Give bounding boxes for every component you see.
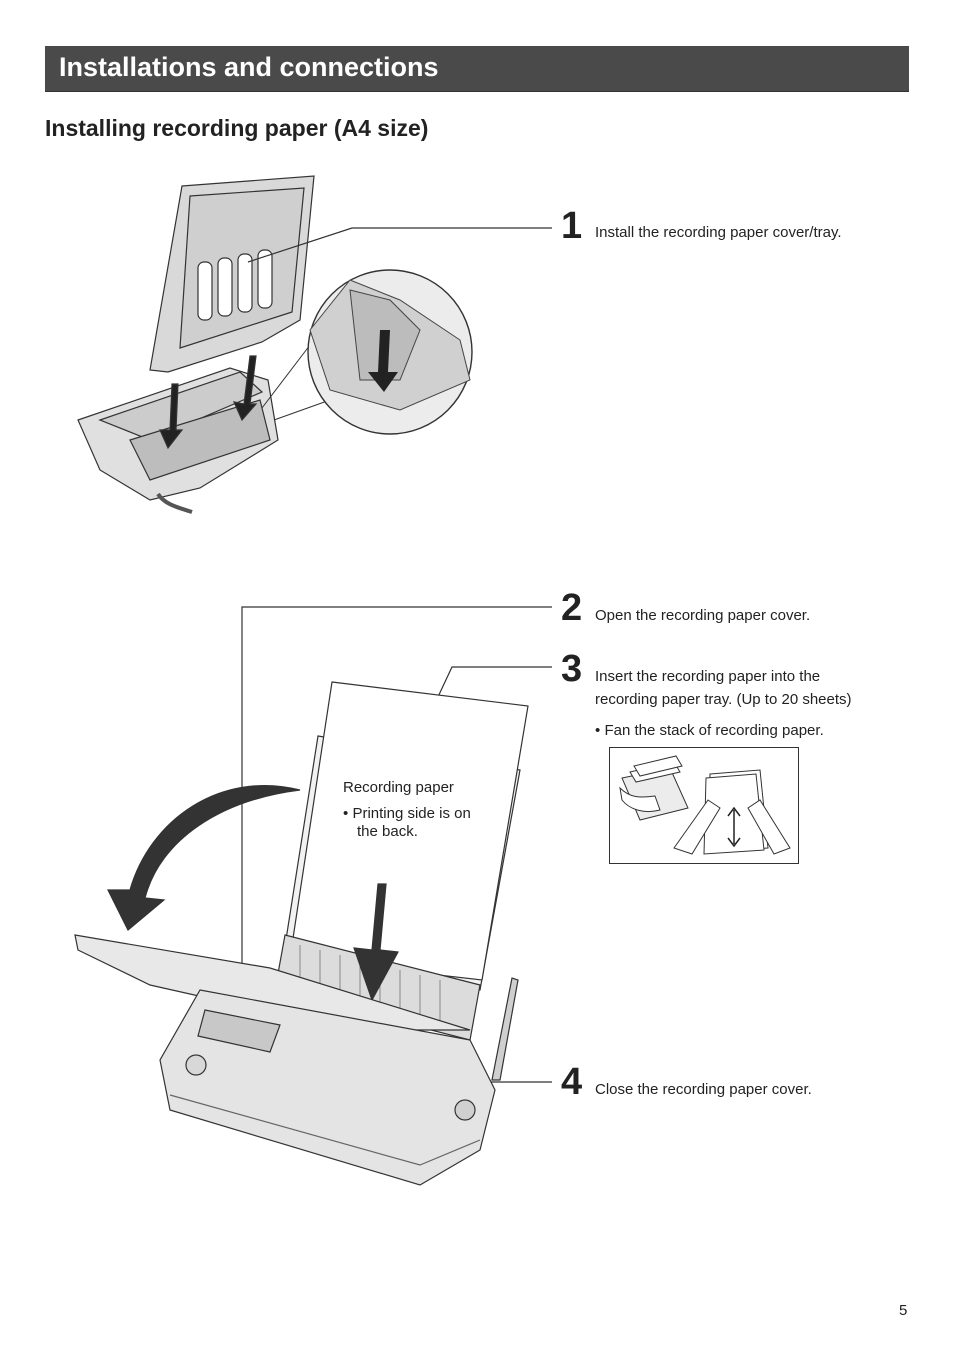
recording-paper-bullet-line-2: the back. <box>357 823 418 840</box>
tray-detail-magnifier <box>261 269 473 435</box>
step-3-bullet: • Fan the stack of recording paper. <box>595 722 824 739</box>
fax-open-cover-illustration <box>74 681 529 1186</box>
page-number: 5 <box>899 1302 908 1319</box>
bullet-dot: • <box>595 722 601 739</box>
page-title: Installing recording paper (A4 size) <box>45 115 429 141</box>
fan-paper-illustration <box>619 755 791 855</box>
bullet-dot: • <box>343 805 349 822</box>
step-4-number: 4 <box>561 1061 583 1103</box>
printing-side-text: Printing side is on <box>352 805 471 822</box>
callout-line-step-1 <box>247 227 552 263</box>
step-1-number: 1 <box>561 205 583 247</box>
step-3-bullet-text: Fan the stack of recording paper. <box>604 722 824 739</box>
step-3-text-line-1: Insert the recording paper into the <box>595 668 821 685</box>
step-3-text-line-2: recording paper tray. (Up to 20 sheets) <box>595 691 852 708</box>
section-header-title: Installations and connections <box>59 52 439 82</box>
fax-tray-install-illustration <box>77 175 315 514</box>
callout-line-step-2 <box>241 606 552 1000</box>
step-2-text: Open the recording paper cover. <box>595 607 811 624</box>
recording-paper-label: Recording paper <box>343 779 454 796</box>
step-2-number: 2 <box>561 587 583 629</box>
step-1-text: Install the recording paper cover/tray. <box>595 224 842 241</box>
step-3-number: 3 <box>561 648 583 690</box>
section-header-bar: Installations and connections <box>45 46 909 92</box>
fan-paper-inset <box>609 747 799 864</box>
step-4-text: Close the recording paper cover. <box>595 1081 812 1098</box>
recording-paper-bullet-line-1: • Printing side is on <box>343 805 471 823</box>
